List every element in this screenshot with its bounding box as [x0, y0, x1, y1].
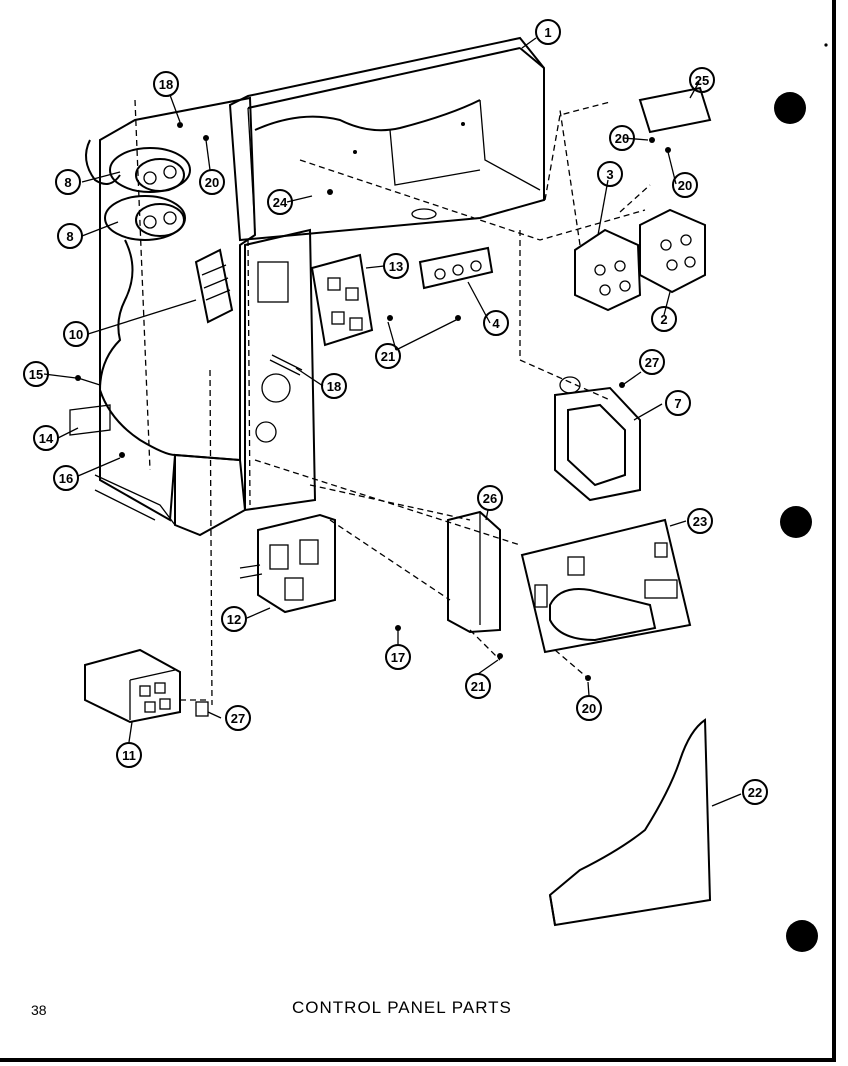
page-number: 38	[31, 1002, 47, 1018]
wiring-harness	[69, 239, 176, 456]
callout-8a: 8	[55, 169, 81, 195]
screws	[75, 122, 671, 681]
svg-text:27: 27	[231, 711, 245, 726]
callout-17: 17	[385, 644, 411, 670]
relay-board	[310, 253, 374, 347]
svg-text:4: 4	[492, 316, 500, 331]
callout-22: 22	[742, 779, 768, 805]
svg-text:20: 20	[205, 175, 219, 190]
callout-13: 13	[383, 253, 409, 279]
callout-4: 4	[483, 310, 509, 336]
callout-20a: 20	[199, 169, 225, 195]
capacitor-bottom	[104, 195, 186, 241]
svg-text:21: 21	[471, 679, 485, 694]
relay-2	[639, 208, 706, 294]
center-bracket	[94, 228, 317, 537]
callout-21b: 21	[465, 673, 491, 699]
callout-1: 1	[535, 19, 561, 45]
svg-text:18: 18	[159, 77, 173, 92]
svg-text:24: 24	[273, 195, 288, 210]
callout-27b: 27	[225, 705, 251, 731]
callout-2: 2	[651, 306, 677, 332]
callout-7: 7	[665, 390, 691, 416]
svg-text:20: 20	[678, 178, 692, 193]
svg-text:1: 1	[544, 25, 551, 40]
callout-11: 11	[116, 742, 142, 768]
svg-text:17: 17	[391, 650, 405, 665]
svg-text:8: 8	[66, 229, 73, 244]
svg-text:16: 16	[59, 471, 73, 486]
binder-hole	[786, 920, 818, 952]
assembly-lines	[180, 101, 651, 706]
panel-22	[548, 718, 712, 927]
callout-10: 10	[63, 321, 89, 347]
callout-16: 16	[53, 465, 79, 491]
contactor	[239, 513, 336, 614]
callout-15: 15	[23, 361, 49, 387]
callout-20b: 20	[609, 125, 635, 151]
svg-text:22: 22	[748, 785, 762, 800]
leader-lines	[43, 37, 742, 807]
svg-text:15: 15	[29, 367, 43, 382]
relay-3	[574, 228, 642, 312]
spring-18	[269, 354, 303, 376]
relay-11	[84, 648, 181, 724]
callout-20d: 20	[576, 695, 602, 721]
bracket-25	[638, 86, 712, 134]
callout-12: 12	[221, 606, 247, 632]
svg-text:20: 20	[582, 701, 596, 716]
mounting-bracket	[447, 510, 501, 634]
callout-24: 24	[267, 189, 293, 215]
svg-text:20: 20	[615, 131, 629, 146]
svg-text:23: 23	[693, 514, 707, 529]
svg-text:8: 8	[64, 175, 71, 190]
callout-18b: 18	[321, 373, 347, 399]
terminal-strip	[194, 248, 234, 324]
svg-text:10: 10	[69, 327, 83, 342]
terminal-block	[418, 246, 494, 290]
transformer	[554, 376, 641, 502]
callout-14: 14	[33, 425, 59, 451]
svg-text:7: 7	[674, 396, 681, 411]
callout-27a: 27	[639, 349, 665, 375]
svg-text:21: 21	[381, 349, 395, 364]
diagram-title: CONTROL PANEL PARTS	[292, 998, 512, 1017]
callout-26: 26	[477, 485, 503, 511]
callout-20c: 20	[672, 172, 698, 198]
svg-text:2: 2	[660, 312, 667, 327]
side-panel	[85, 96, 257, 522]
callout-18a: 18	[153, 71, 179, 97]
binder-hole	[780, 506, 812, 538]
svg-text:26: 26	[483, 491, 497, 506]
svg-text:3: 3	[606, 167, 613, 182]
terminal-27	[195, 701, 209, 717]
capacitor-top	[109, 147, 191, 193]
svg-text:12: 12	[227, 612, 241, 627]
control-board	[520, 518, 692, 654]
callout-8b: 8	[57, 223, 83, 249]
svg-text:14: 14	[39, 431, 54, 446]
svg-text:25: 25	[695, 73, 709, 88]
svg-text:13: 13	[389, 259, 403, 274]
binder-hole	[774, 92, 806, 124]
callouts: 1 2 3 4 7 8 8 10 11 12 13 14 15 16 17 18…	[23, 19, 768, 805]
callout-25: 25	[689, 67, 715, 93]
callout-23: 23	[687, 508, 713, 534]
callout-21a: 21	[375, 343, 401, 369]
svg-text:18: 18	[327, 379, 341, 394]
svg-text:11: 11	[122, 748, 136, 763]
svg-text:27: 27	[645, 355, 659, 370]
callout-3: 3	[597, 161, 623, 187]
